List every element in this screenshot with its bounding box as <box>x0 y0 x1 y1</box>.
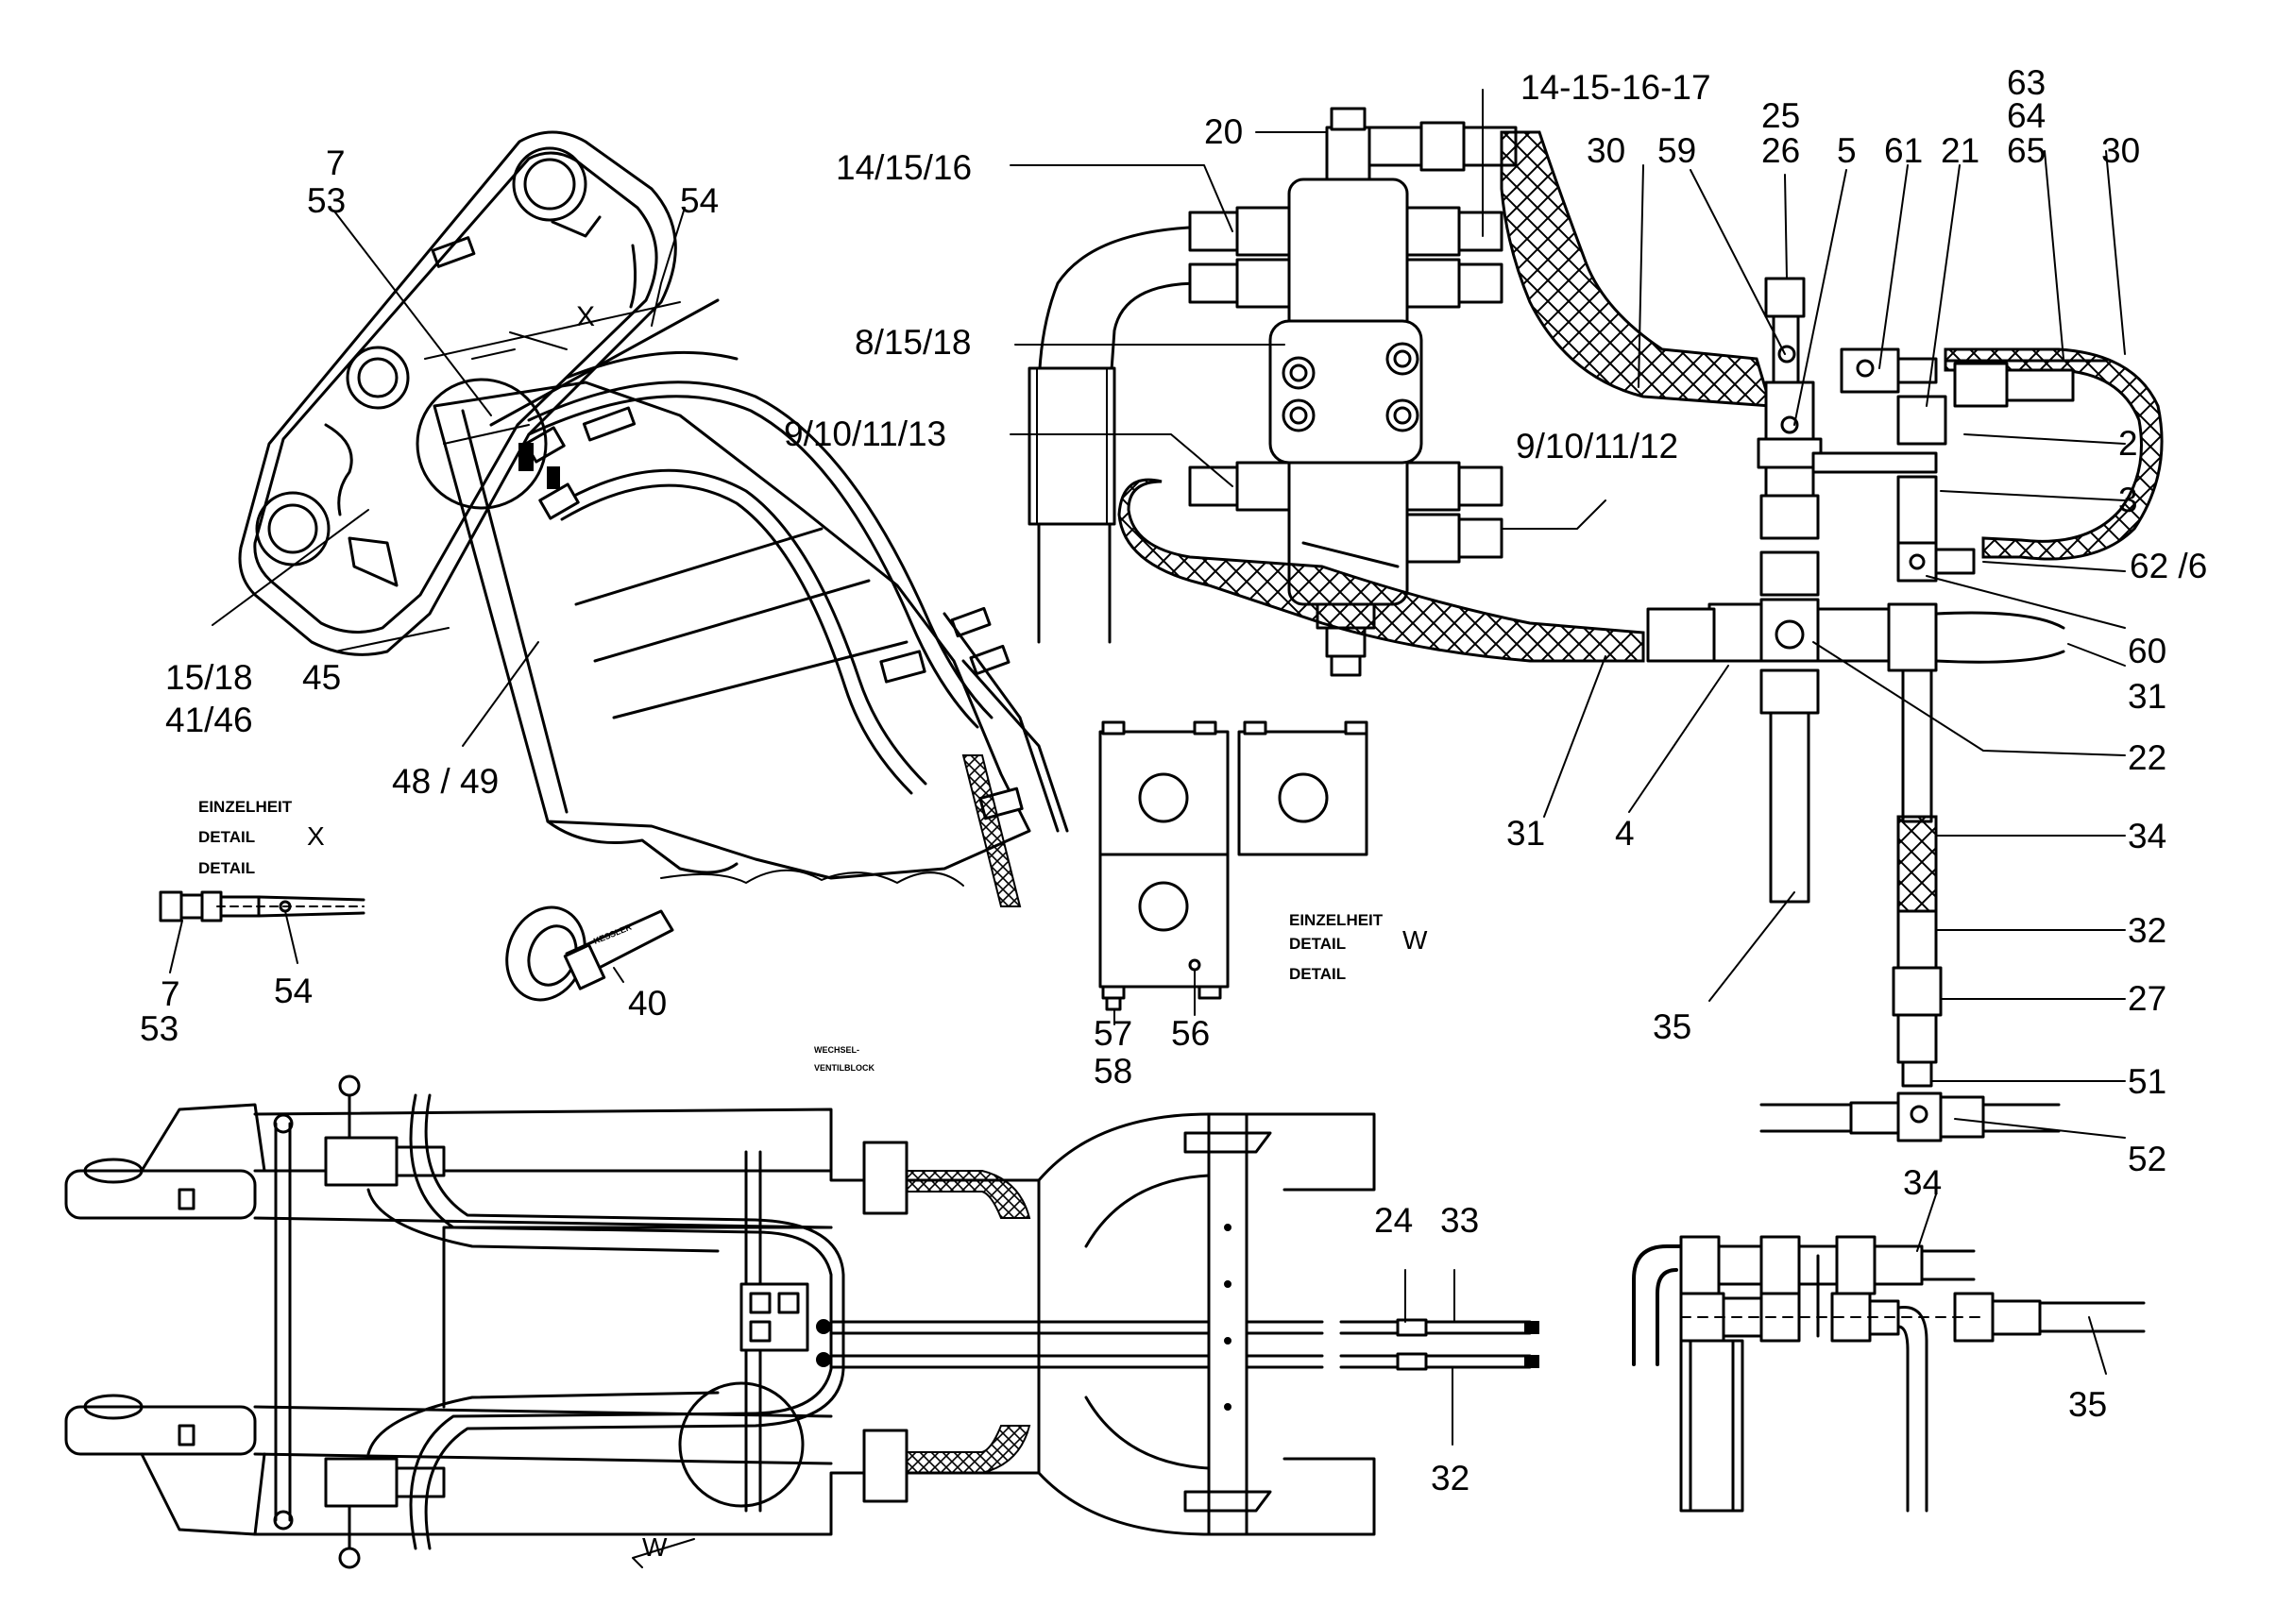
break-line-bottom <box>660 869 964 887</box>
callout-5: 5 <box>1837 131 1857 170</box>
callout-2: 2 <box>2118 424 2138 463</box>
plan-hatched-hose-top <box>887 1170 1031 1219</box>
pivot-pin-bottom <box>255 491 331 567</box>
callout-62-6: 62 /6 <box>2130 547 2207 585</box>
callout-65: 65 <box>2007 131 2046 170</box>
callout-22: 22 <box>2128 738 2166 777</box>
top-center-leaders <box>1010 89 2126 1139</box>
callout-9-10-11-13: 9/10/11/13 <box>784 414 946 453</box>
valve-block-label-line2: VENTILBLOCK <box>814 1063 875 1073</box>
hose-sleeve-left <box>1028 366 1116 526</box>
frame-outline <box>253 1108 1041 1536</box>
detail-x-circle <box>416 378 548 510</box>
callout-53: 53 <box>307 181 346 220</box>
callout-33: 33 <box>1440 1201 1479 1240</box>
callout-52: 52 <box>2128 1140 2166 1178</box>
callout-31-right: 31 <box>2128 677 2166 716</box>
valve-block-view <box>1028 107 2164 1142</box>
callout-54: 54 <box>680 181 719 220</box>
callout-25: 25 <box>1761 96 1800 135</box>
callout-34-bottom: 34 <box>1903 1163 1942 1202</box>
callout-41-46: 41/46 <box>165 701 253 739</box>
plan-w-marker: W <box>642 1532 668 1562</box>
callout-14-15-16: 14/15/16 <box>836 148 972 187</box>
callout-3: 3 <box>2118 481 2138 519</box>
hatched-hose-34 <box>1896 815 1938 913</box>
callout-24: 24 <box>1374 1201 1413 1240</box>
detail-w-circle <box>678 1381 805 1508</box>
callout-56: 56 <box>1171 1014 1210 1053</box>
callout-32-right: 32 <box>2128 911 2166 950</box>
callout-64: 64 <box>2007 96 2046 135</box>
detail-x-line2: DETAIL <box>198 828 255 846</box>
bottom-right-detail <box>1632 1193 2146 1513</box>
callout-7: 7 <box>326 144 346 182</box>
detail-w-line1: EINZELHEIT <box>1289 911 1384 929</box>
callout-34-top: 34 <box>2128 817 2166 855</box>
hatched-hose-31 <box>1117 478 1645 663</box>
detail-w-line2: DETAIL <box>1289 935 1346 953</box>
callout-30-left: 30 <box>1587 131 1625 170</box>
plan-view: WECHSEL- VENTILBLOCK <box>64 1045 1539 1569</box>
detail-x-callout-54: 54 <box>274 972 313 1010</box>
pivot-pin-top <box>512 146 587 222</box>
callout-26: 26 <box>1761 131 1800 170</box>
hatched-hose-30 <box>1500 130 1774 408</box>
callout-60: 60 <box>2128 632 2166 670</box>
valve-block-label-line1: WECHSEL- <box>814 1045 859 1055</box>
top-left-leaders <box>212 207 686 747</box>
callout-4: 4 <box>1615 814 1635 853</box>
detail-x-line1: EINZELHEIT <box>198 798 293 816</box>
callout-8-15-18: 8/15/18 <box>855 323 971 362</box>
callout-61: 61 <box>1884 131 1923 170</box>
cable-tie-clip: KESSLER <box>505 905 674 1002</box>
hose-over-arm-1 <box>527 381 994 719</box>
callout-58: 58 <box>1094 1052 1132 1091</box>
callout-32-bottom: 32 <box>1431 1459 1469 1497</box>
callout-27: 27 <box>2128 979 2166 1018</box>
hatched-hose-loop <box>1944 347 2164 561</box>
callout-30-right: 30 <box>2101 131 2140 170</box>
callout-48-49: 48 / 49 <box>392 762 499 801</box>
detail-w-line3: DETAIL <box>1289 965 1346 983</box>
callout-40: 40 <box>628 984 667 1023</box>
detail-x-callout-7: 7 <box>161 974 180 1013</box>
hose-over-arm-2 <box>555 468 927 786</box>
linkage-plate <box>238 130 677 656</box>
detail-x-line3: DETAIL <box>198 859 255 877</box>
callout-63: 63 <box>2007 63 2046 102</box>
detail-w-marker: W <box>1402 925 1428 955</box>
detail-w: EINZELHEIT DETAIL DETAIL W <box>1098 720 1428 1025</box>
detail-x: EINZELHEIT DETAIL DETAIL X <box>159 798 365 973</box>
callout-14-15-16-17: 14-15-16-17 <box>1520 68 1711 107</box>
callout-9-10-11-12: 9/10/11/12 <box>1516 427 1678 465</box>
pivot-pin-left <box>346 346 410 410</box>
callout-45: 45 <box>302 658 341 697</box>
callout-20: 20 <box>1204 112 1243 151</box>
callout-31-left: 31 <box>1506 814 1545 853</box>
detail-x-marker: X <box>307 821 325 851</box>
callout-51: 51 <box>2128 1062 2166 1101</box>
detail-x-callout-53: 53 <box>140 1009 178 1048</box>
callout-15-18: 15/18 <box>165 658 253 697</box>
callout-57: 57 <box>1094 1014 1132 1053</box>
hatched-hose-arm <box>961 754 1022 907</box>
callout-x-marker: X <box>576 301 595 332</box>
callout-59: 59 <box>1657 131 1696 170</box>
callout-35-bottom: 35 <box>2068 1385 2107 1424</box>
boom-linkage-view <box>238 130 1069 907</box>
plan-hatched-hose-bottom <box>887 1425 1031 1474</box>
callout-35-top: 35 <box>1653 1007 1691 1046</box>
callout-21: 21 <box>1941 131 1979 170</box>
